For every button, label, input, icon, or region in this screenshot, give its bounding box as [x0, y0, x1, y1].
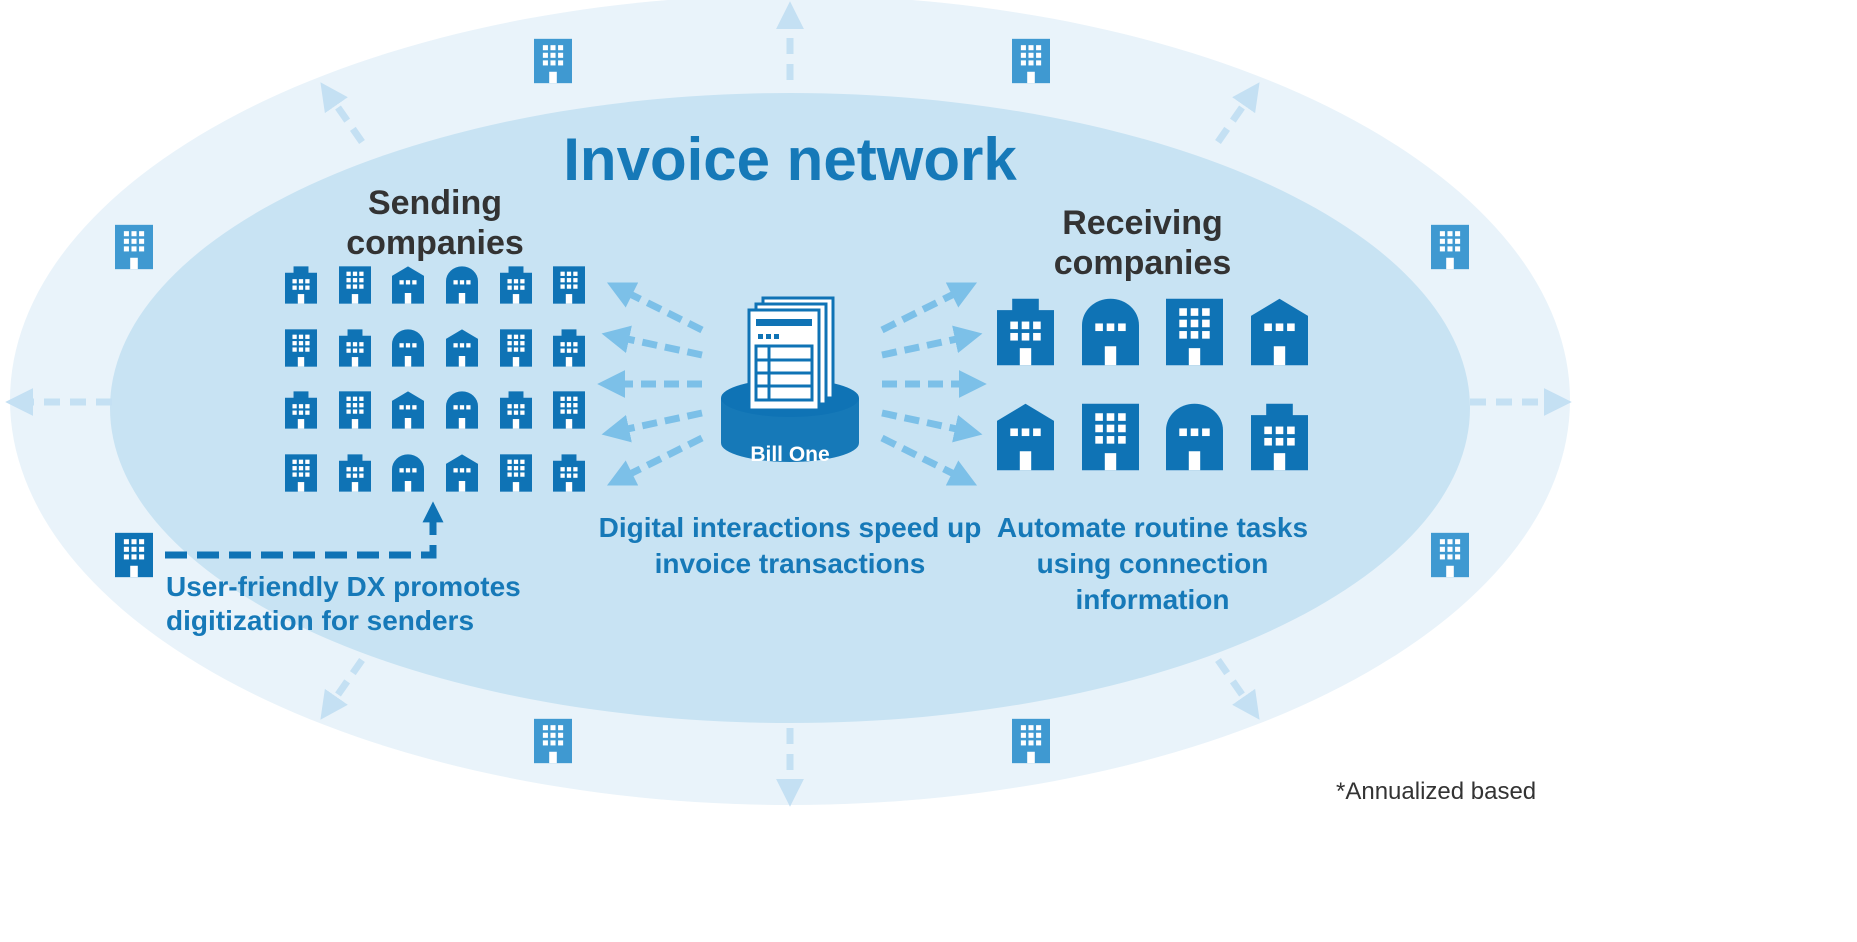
flow-arrow [881, 325, 983, 359]
outer-building-icon [1431, 224, 1469, 270]
bill-one-label: Bill One [750, 443, 829, 466]
sender-building-icon [339, 391, 371, 429]
outer-building-icon [1431, 532, 1469, 578]
sender-building-icon [392, 454, 424, 492]
receiving-heading-line1: Receiving [1062, 204, 1223, 242]
hub-to-senders-arrows [597, 282, 704, 486]
hub-to-receivers-arrows [880, 282, 987, 486]
center-caption-line2: invoice transactions [654, 548, 926, 579]
sender-caption-line1: User-friendly DX promotes [166, 571, 521, 602]
outer-building-icon [115, 224, 153, 270]
outer-building-icon [534, 718, 572, 764]
sender-caption-line2: digitization for senders [166, 605, 475, 636]
invoice-stack-icon [747, 296, 835, 412]
bill-one-hub: Bill One [721, 296, 859, 466]
sender-building-icon [285, 454, 317, 492]
flow-arrow [880, 282, 978, 334]
flow-arrow [881, 409, 983, 443]
digital-interactions-caption: Digital interactions speed up invoice tr… [590, 510, 990, 582]
sending-heading-line2: companies [346, 224, 524, 262]
right-caption-line1: Automate routine tasks [996, 512, 1309, 543]
right-caption-line3: information [1075, 584, 1230, 615]
new-sender-building-icon [115, 532, 153, 578]
flow-arrow [601, 325, 703, 359]
outer-building-icon [1012, 38, 1050, 84]
receiver-building-icon [1082, 403, 1139, 471]
flow-arrow [606, 434, 704, 486]
right-caption-line2: using connection [1036, 548, 1269, 579]
sender-building-icon [446, 266, 478, 304]
receiver-building-icon [1166, 403, 1223, 471]
receiver-building-icon [1082, 298, 1139, 366]
diagram-title: Invoice network [563, 126, 1017, 193]
sender-building-icon [500, 329, 532, 367]
annualized-footnote: *Annualized based [1336, 778, 1537, 805]
receiving-companies-heading: Receiving companies [1020, 203, 1265, 283]
expansion-arrows [5, 1, 1572, 807]
expansion-arrow [320, 658, 365, 720]
sender-building-icon [339, 266, 371, 304]
sender-building-icon [392, 329, 424, 367]
sender-building-icon [553, 391, 585, 429]
sending-companies-heading: Sending companies [315, 183, 555, 263]
outer-building-icon [534, 38, 572, 84]
sender-building-icon [446, 391, 478, 429]
sender-building-icon [285, 329, 317, 367]
center-caption-line1: Digital interactions speed up [598, 512, 982, 543]
expansion-arrow [1215, 82, 1260, 144]
sender-digitization-caption: User-friendly DX promotes digitization f… [166, 570, 526, 638]
receiver-building-icon [1166, 298, 1223, 366]
sender-building-icon [500, 454, 532, 492]
flow-arrow [606, 282, 704, 334]
onboarding-arrow [165, 501, 444, 559]
expansion-arrow [1215, 658, 1260, 720]
flow-arrow [601, 409, 703, 443]
outer-building-icon [1012, 718, 1050, 764]
flow-arrow [880, 434, 978, 486]
sender-building-icon [553, 266, 585, 304]
sending-heading-line1: Sending [367, 184, 503, 222]
receiving-heading-line2: companies [1053, 244, 1232, 282]
expansion-arrow [320, 82, 365, 144]
automate-tasks-caption: Automate routine tasks using connection … [995, 510, 1310, 618]
